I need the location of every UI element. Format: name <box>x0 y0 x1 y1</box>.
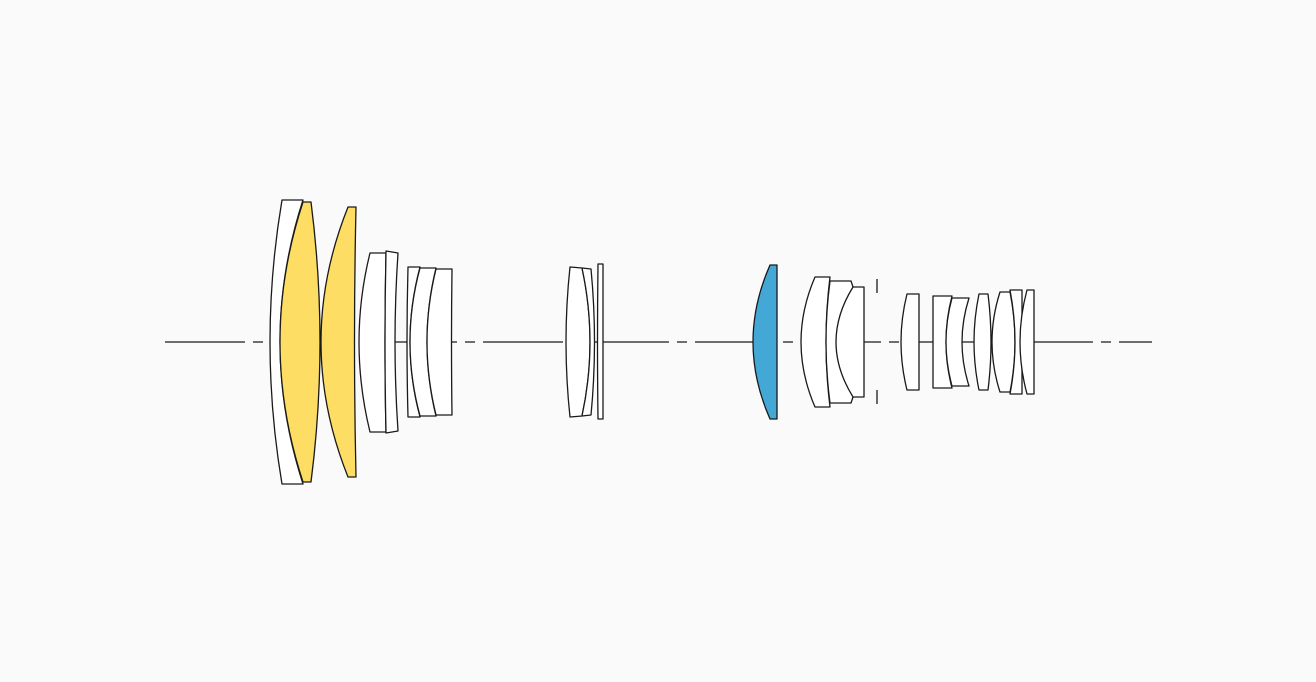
lens-element <box>991 291 1016 393</box>
lens-element <box>596 263 604 420</box>
lens-element <box>973 293 992 391</box>
lens-element <box>945 297 970 387</box>
lens-element <box>426 268 453 416</box>
lens-element <box>900 293 920 391</box>
lens-element <box>358 252 387 433</box>
lens-element-special-b <box>752 264 778 420</box>
lens-element-special-a <box>279 201 321 483</box>
lens-element <box>581 267 596 417</box>
lens-element <box>384 250 399 434</box>
lens-element <box>1019 289 1035 395</box>
lens-element-special-a <box>320 206 357 478</box>
lens-element <box>835 286 865 398</box>
